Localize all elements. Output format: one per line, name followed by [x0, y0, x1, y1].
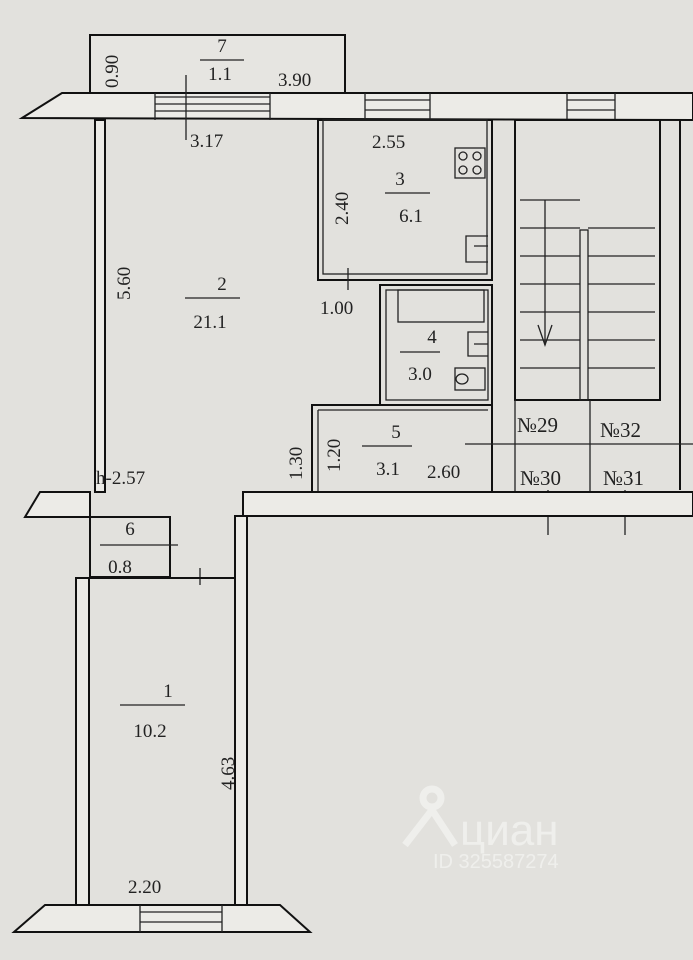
sink-icon — [465, 235, 488, 263]
dim-room1-length: 4.63 — [218, 757, 239, 790]
exterior-wall-middle-left — [23, 491, 91, 518]
cian-watermark: циан ID 325587274 — [402, 785, 559, 873]
svg-text:6.1: 6.1 — [399, 206, 423, 227]
svg-text:2: 2 — [217, 274, 227, 295]
svg-text:1: 1 — [163, 681, 173, 702]
toilet-icon — [454, 367, 486, 391]
dim-room2-length: 5.60 — [114, 267, 135, 300]
cian-logo-icon — [402, 785, 458, 848]
svg-text:циан: циан — [460, 806, 559, 855]
room-6-label: 6 0.8 — [100, 519, 160, 578]
room-5-label: 5 3.1 — [362, 422, 412, 480]
window-top-2 — [364, 93, 431, 120]
wall-left-room2 — [94, 119, 106, 493]
dim-room3-width: 2.55 — [372, 132, 405, 153]
svg-text:1.1: 1.1 — [208, 64, 232, 85]
dim-room5-width: 2.60 — [427, 462, 460, 483]
ceiling-height: h-2.57 — [96, 468, 145, 489]
window-top-3 — [566, 93, 616, 120]
svg-text:4: 4 — [427, 327, 437, 348]
apartment-32-label: №32 — [600, 418, 641, 442]
svg-text:3.0: 3.0 — [408, 364, 432, 385]
dim-room4-width: 1.00 — [320, 298, 353, 319]
svg-text:7: 7 — [217, 36, 227, 57]
stairwell — [514, 119, 681, 490]
room-3-label: 3 6.1 — [385, 169, 430, 227]
exterior-wall-bottom — [11, 904, 313, 933]
dim-room3-depth: 2.40 — [332, 192, 353, 225]
window-top-1 — [154, 93, 271, 120]
svg-text:5: 5 — [391, 422, 401, 443]
wall-right-room1 — [234, 515, 248, 906]
room-7-label: 7 1.1 — [200, 36, 244, 85]
apartment-29-label: №29 — [517, 413, 558, 437]
balcony — [89, 34, 346, 94]
svg-text:3.1: 3.1 — [376, 459, 400, 480]
room-4-label: 4 3.0 — [400, 327, 440, 385]
svg-text:3: 3 — [395, 169, 405, 190]
bathtub-icon — [397, 289, 485, 323]
dim-room5-left: 1.30 — [286, 447, 307, 480]
dim-room5-inner: 1.20 — [324, 439, 345, 472]
svg-text:0.8: 0.8 — [108, 557, 132, 578]
svg-text:ID 325587274: ID 325587274 — [433, 851, 559, 873]
apartment-31-label: №31 — [603, 466, 644, 490]
apartment-30-label: №30 — [520, 466, 561, 490]
wall-left-room1 — [75, 577, 90, 906]
room-1-label: 1 10.2 — [120, 681, 185, 742]
svg-text:10.2: 10.2 — [133, 721, 166, 742]
window-bottom — [139, 905, 223, 932]
dim-balcony-width: 3.90 — [278, 70, 311, 91]
dim-balcony-depth: 0.90 — [102, 55, 123, 88]
interior-wall-middle — [242, 491, 693, 517]
stove-icon — [454, 147, 486, 179]
dim-room2-window: 3.17 — [190, 131, 223, 152]
dim-room1-width: 2.20 — [128, 877, 161, 898]
exterior-wall-top — [18, 92, 693, 122]
svg-text:6: 6 — [125, 519, 135, 540]
svg-text:21.1: 21.1 — [193, 312, 226, 333]
washbasin-icon — [467, 331, 488, 357]
room-2-label: 2 21.1 — [185, 274, 240, 333]
